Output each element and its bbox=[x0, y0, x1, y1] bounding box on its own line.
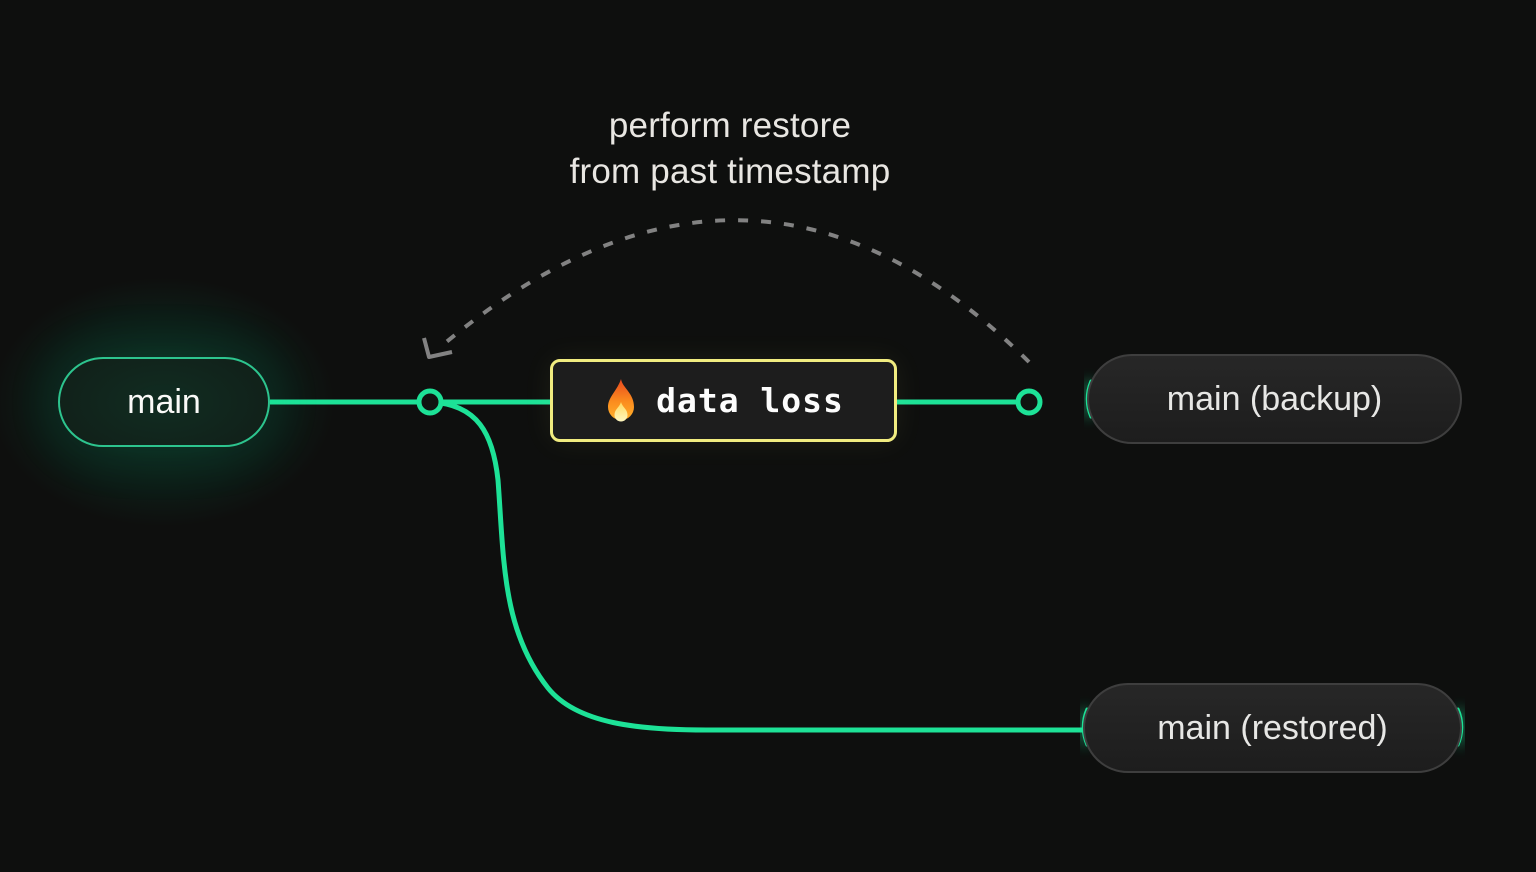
fire-icon bbox=[608, 378, 635, 421]
node-data-loss: data loss bbox=[550, 359, 897, 442]
node-main-restored: main (restored) bbox=[1083, 683, 1462, 773]
restore-caption-line-2: from past timestamp bbox=[569, 152, 891, 191]
restore-arc bbox=[436, 218, 1031, 364]
node-main-restored-label: main (restored) bbox=[1157, 708, 1388, 747]
node-main-backup-label: main (backup) bbox=[1166, 379, 1383, 418]
node-data-loss-label: data loss bbox=[656, 381, 844, 420]
restore-arc-arrowhead bbox=[422, 337, 453, 359]
restore-caption: perform restore from past timestamp bbox=[380, 103, 1080, 195]
node-main-label: main bbox=[127, 382, 201, 421]
node-main-backup: main (backup) bbox=[1087, 354, 1462, 444]
restore-caption-line-1: perform restore bbox=[608, 106, 852, 145]
commit-node-backup bbox=[1015, 388, 1043, 416]
branch-line-restored bbox=[429, 399, 1086, 733]
commit-node-fork bbox=[416, 388, 444, 416]
node-main: main bbox=[58, 357, 270, 447]
